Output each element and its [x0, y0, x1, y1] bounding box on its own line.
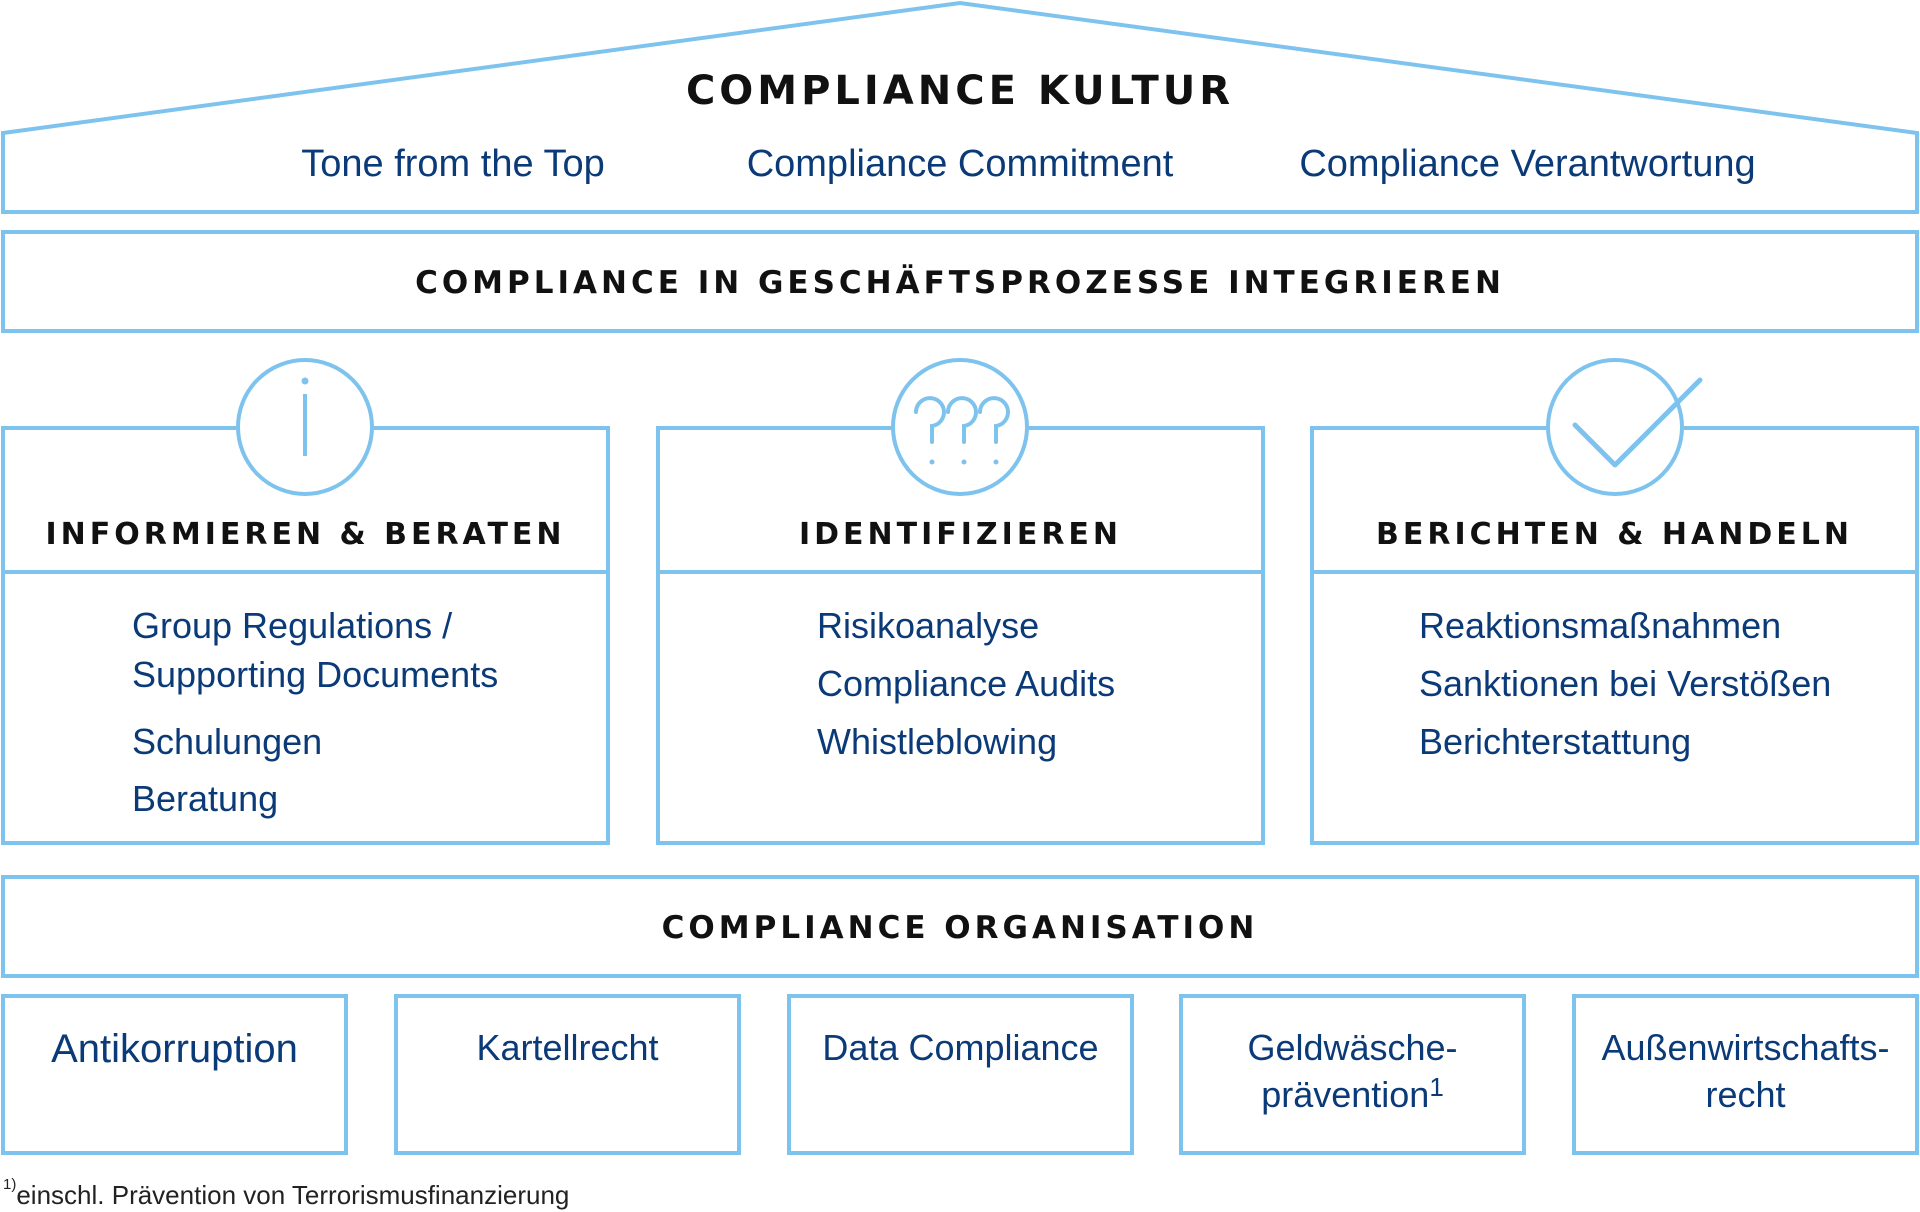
topic-label: Außenwirtschafts-	[1601, 1027, 1890, 1068]
pillar-item: Reaktionsmaßnahmen	[1419, 605, 1782, 646]
topic-box-3	[787, 994, 1134, 1155]
topic-label-line: prävention	[1261, 1074, 1430, 1115]
pillar-title-informieren: INFORMIEREN & BERATEN	[45, 517, 566, 552]
topic-box-2	[394, 994, 741, 1155]
footnote-marker: 1)	[3, 1176, 17, 1193]
pillar-item: Compliance Audits	[817, 663, 1116, 704]
question-marks-icon	[914, 396, 1010, 465]
question-icon-circle	[891, 358, 1029, 496]
topic-box-1	[1, 994, 348, 1155]
pillar-item: Group Regulations /	[132, 605, 453, 646]
topic-box-4	[1179, 994, 1526, 1155]
roof-value-commitment: Compliance Commitment	[746, 143, 1174, 185]
integration-bar-box	[1, 230, 1919, 333]
pillar-item: Beratung	[132, 778, 279, 819]
topic-box-5	[1572, 994, 1919, 1155]
pillar-item: Berichterstattung	[1419, 721, 1692, 762]
pillar-item: Supporting Documents	[132, 654, 499, 695]
check-icon-circle	[1546, 358, 1684, 496]
footnote-marker: 1	[1429, 1072, 1444, 1102]
pillar-title-berichten: BERICHTEN & HANDELN	[1376, 517, 1853, 552]
pillar-item: Schulungen	[132, 721, 323, 762]
integration-bar-label: COMPLIANCE IN GESCHÄFTSPROZESSE INTEGRIE…	[415, 265, 1505, 301]
organisation-bar-box	[1, 875, 1919, 978]
footnote: 1)einschl. Prävention von Terrorismusfin…	[3, 1176, 570, 1211]
topic-label: recht	[1705, 1074, 1786, 1115]
topic-label: Data Compliance	[822, 1027, 1099, 1068]
topic-label: prävention1	[1181, 1072, 1524, 1116]
roof-value-verantwortung: Compliance Verantwortung	[1299, 143, 1756, 185]
pillar-title-identifizieren: IDENTIFIZIEREN	[798, 517, 1123, 552]
organisation-bar-label: COMPLIANCE ORGANISATION	[661, 910, 1259, 946]
checkmark-icon	[1572, 377, 1703, 468]
roof-title: COMPLIANCE KULTUR	[685, 68, 1235, 114]
footnote-text: einschl. Prävention von Terrorismusfinan…	[16, 1180, 570, 1210]
pillar-item: Risikoanalyse	[817, 605, 1040, 646]
roof-value-tone: Tone from the Top	[301, 143, 605, 185]
pillar-item: Sanktionen bei Verstößen	[1419, 663, 1832, 704]
topic-label: Kartellrecht	[476, 1027, 659, 1068]
info-icon	[301, 377, 309, 456]
topic-label: Geldwäsche-	[1247, 1027, 1458, 1068]
roof-outline	[0, 0, 1919, 214]
topic-label: Antikorruption	[51, 1027, 298, 1071]
pillar-item: Whistleblowing	[817, 721, 1058, 762]
